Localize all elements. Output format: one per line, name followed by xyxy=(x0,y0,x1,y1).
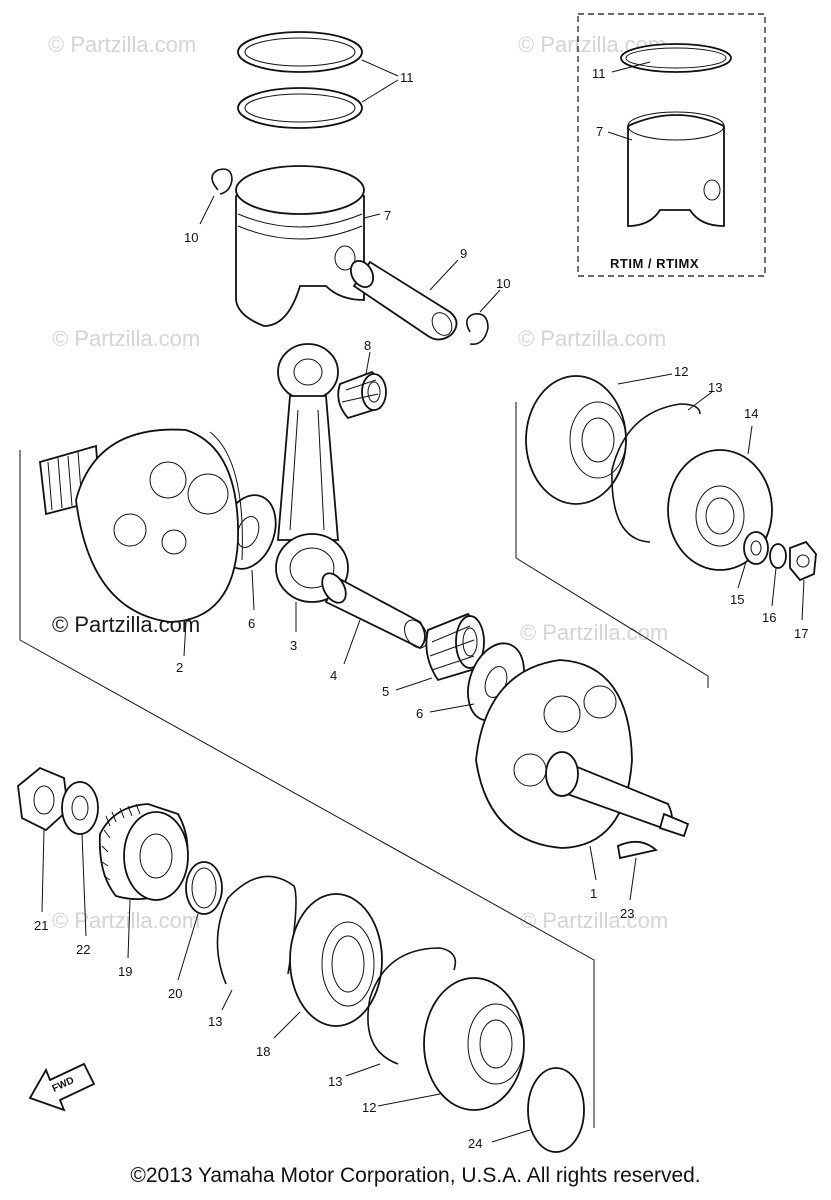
washer-22: 22 xyxy=(61,781,99,957)
bearing-right: 12 xyxy=(525,364,688,505)
washer-15: 15 xyxy=(730,531,769,607)
nut-17: 17 xyxy=(789,540,817,641)
callout-21: 21 xyxy=(34,918,48,933)
watermark-text: © Partzilla.com xyxy=(48,32,196,57)
forward-arrow-icon: FWD xyxy=(28,1062,96,1112)
oil-seal-18: 18 xyxy=(256,893,383,1059)
nut-21: 21 xyxy=(17,766,69,933)
callout-3: 3 xyxy=(290,638,297,653)
circlip-13-right: 13 xyxy=(611,380,722,543)
inset-piston xyxy=(627,114,725,227)
woodruff-key: 23 xyxy=(616,840,658,921)
inset-model-label: RTIM / RTIMX xyxy=(610,256,699,271)
crank-pin: 4 xyxy=(321,572,428,683)
callout-15: 15 xyxy=(730,592,744,607)
crankshaft-piston-exploded-view: © Partzilla.com © Partzilla.com © Partzi… xyxy=(17,13,817,1153)
circlip-right: 10 xyxy=(466,276,510,345)
circlip-13-bottom: 13 xyxy=(328,947,457,1089)
watermark-text: © Partzilla.com xyxy=(518,326,666,351)
callout-10-left: 10 xyxy=(184,230,198,245)
callout-12-bottom: 12 xyxy=(362,1100,376,1115)
callout-22: 22 xyxy=(76,942,90,957)
callout-13-bottom: 13 xyxy=(328,1074,342,1089)
watermark-text: © Partzilla.com xyxy=(520,908,668,933)
callout-4: 4 xyxy=(330,668,337,683)
crank-web-right: 1 xyxy=(475,659,690,901)
callout-18: 18 xyxy=(256,1044,270,1059)
watermark-text: © Partzilla.com xyxy=(520,620,668,645)
watermark-text: © Partzilla.com xyxy=(52,908,200,933)
inset-piston-ring xyxy=(620,43,732,73)
callout-13-left: 13 xyxy=(208,1014,222,1029)
callout-20: 20 xyxy=(168,986,182,1001)
callout-7-inset: 7 xyxy=(596,124,603,139)
callout-6-right: 6 xyxy=(416,706,423,721)
bearing-left: 12 xyxy=(362,977,525,1115)
callout-9: 9 xyxy=(460,246,467,261)
piston-pin: 9 xyxy=(349,246,467,341)
callout-24: 24 xyxy=(468,1136,482,1151)
small-end-bearing: 8 xyxy=(337,338,387,420)
circlip-left: 10 xyxy=(184,168,233,245)
crank-web-left: 2 xyxy=(39,428,243,675)
callout-23: 23 xyxy=(620,906,634,921)
copyright-footer: ©2013 Yamaha Motor Corporation, U.S.A. A… xyxy=(130,1164,701,1187)
callout-6-left: 6 xyxy=(248,616,255,631)
guide-lines-right xyxy=(19,402,709,1128)
callout-14: 14 xyxy=(744,406,758,421)
inset-variant-box: 11 7 RTIM / RTIMX xyxy=(577,13,766,277)
callout-12-top: 12 xyxy=(674,364,688,379)
callout-5: 5 xyxy=(382,684,389,699)
lock-washer-16: 16 xyxy=(762,543,787,625)
callout-13-top: 13 xyxy=(708,380,722,395)
connecting-rod: 3 xyxy=(275,343,349,653)
piston: 7 xyxy=(235,165,391,327)
callout-1: 1 xyxy=(590,886,597,901)
watermark-text: © Partzilla.com xyxy=(52,326,200,351)
collar-20: 20 xyxy=(168,861,223,1001)
callout-17: 17 xyxy=(794,626,808,641)
callout-19: 19 xyxy=(118,964,132,979)
callout-11: 11 xyxy=(400,70,414,85)
callout-10-right: 10 xyxy=(496,276,510,291)
callout-11-inset: 11 xyxy=(592,66,606,81)
callout-7: 7 xyxy=(384,208,391,223)
callout-2: 2 xyxy=(176,660,183,675)
callout-16: 16 xyxy=(762,610,776,625)
callout-8: 8 xyxy=(364,338,371,353)
piston-rings: 11 xyxy=(237,31,414,129)
primary-drive-gear: 19 xyxy=(98,803,189,979)
circlip-13-left: 13 xyxy=(208,875,297,1029)
watermarks: © Partzilla.com © Partzilla.com © Partzi… xyxy=(48,32,668,933)
shim-24: 24 xyxy=(468,1067,585,1153)
